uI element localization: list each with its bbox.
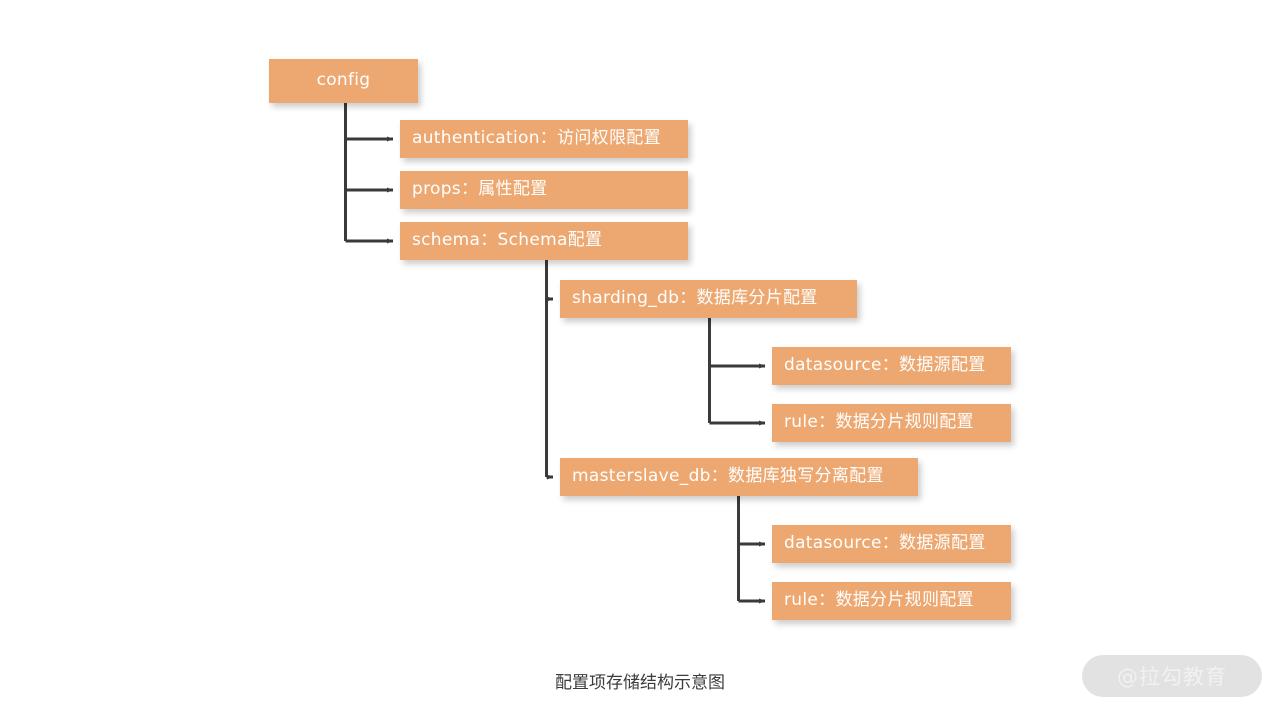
node-sharding-db-label: sharding_db：数据库分片配置 — [572, 288, 818, 308]
node-config-label: config — [316, 70, 371, 90]
node-schema[interactable]: schema：Schema配置 — [400, 222, 688, 260]
node-authentication[interactable]: authentication：访问权限配置 — [400, 120, 688, 158]
watermark: @拉勾教育 — [1082, 655, 1262, 697]
node-sharding-rule-label: rule：数据分片规则配置 — [784, 412, 974, 432]
node-props-label: props：属性配置 — [412, 179, 548, 199]
node-sharding-db[interactable]: sharding_db：数据库分片配置 — [560, 280, 857, 318]
node-sharding-datasource-label: datasource：数据源配置 — [784, 355, 986, 375]
node-masterslave-db-label: masterslave_db：数据库独写分离配置 — [572, 466, 884, 486]
node-config[interactable]: config — [269, 59, 418, 103]
node-schema-label: schema：Schema配置 — [412, 230, 603, 250]
node-masterslave-rule[interactable]: rule：数据分片规则配置 — [772, 582, 1011, 620]
node-masterslave-datasource-label: datasource：数据源配置 — [784, 533, 986, 553]
node-authentication-label: authentication：访问权限配置 — [412, 128, 661, 148]
node-sharding-datasource[interactable]: datasource：数据源配置 — [772, 347, 1011, 385]
figure-caption: 配置项存储结构示意图 — [555, 673, 725, 693]
node-masterslave-rule-label: rule：数据分片规则配置 — [784, 590, 974, 610]
node-props[interactable]: props：属性配置 — [400, 171, 688, 209]
node-sharding-rule[interactable]: rule：数据分片规则配置 — [772, 404, 1011, 442]
watermark-label: @拉勾教育 — [1117, 665, 1227, 689]
node-masterslave-datasource[interactable]: datasource：数据源配置 — [772, 525, 1011, 563]
node-masterslave-db[interactable]: masterslave_db：数据库独写分离配置 — [560, 458, 918, 496]
